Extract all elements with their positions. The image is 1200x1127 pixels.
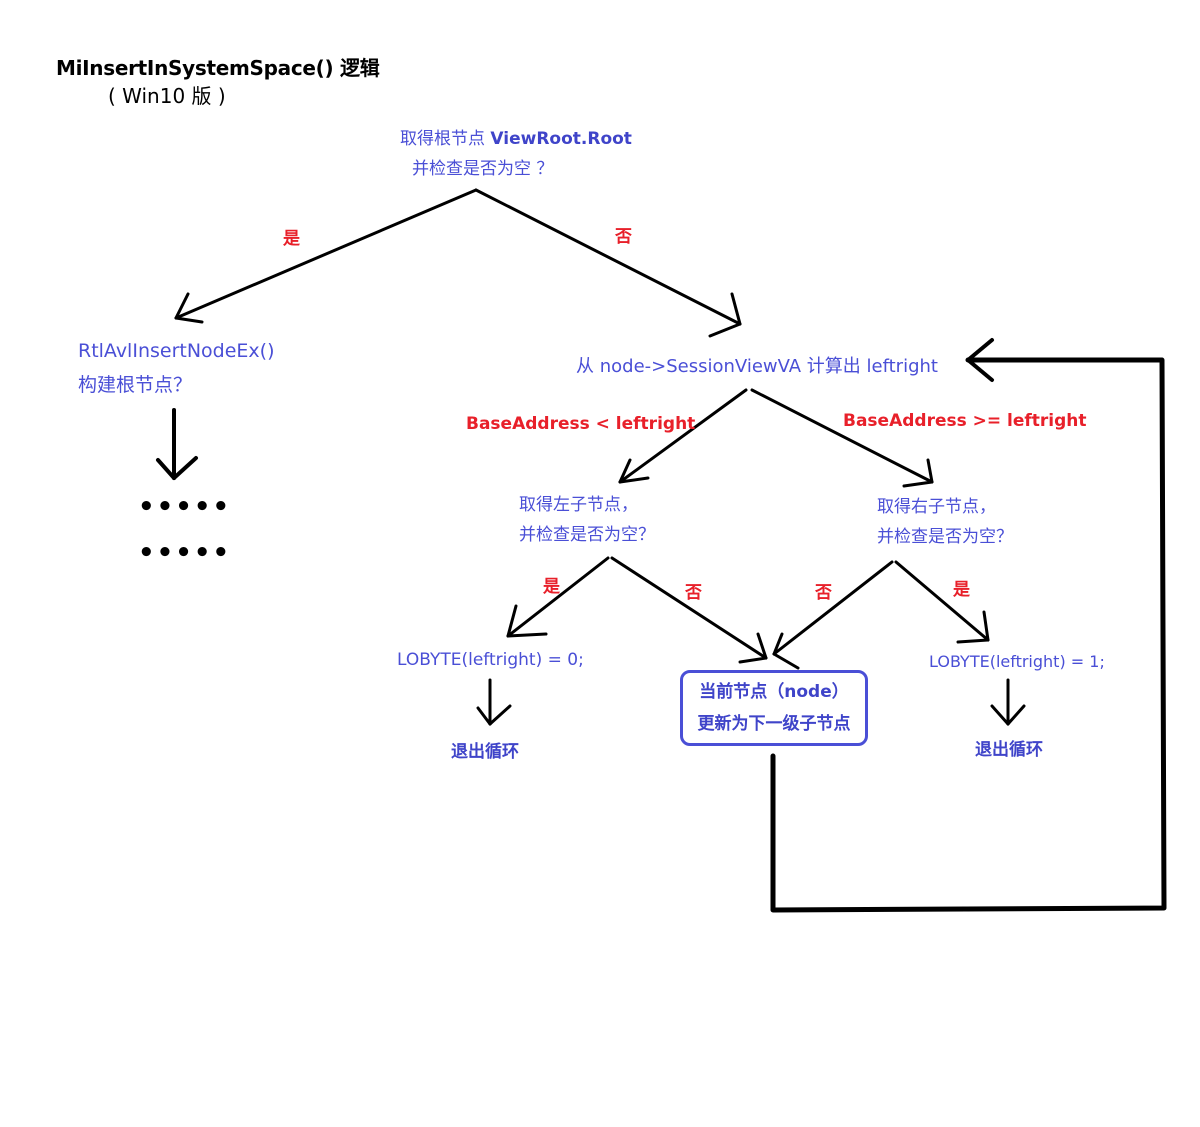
edge-label-left-yes: 是 <box>543 577 560 597</box>
node-exit-loop-left: 退出循环 <box>451 742 519 762</box>
left-child-line1: 取得左子节点， <box>519 495 638 515</box>
edge-label-right-yes: 是 <box>953 580 970 600</box>
diagram-title: MiInsertInSystemSpace() 逻辑 <box>56 56 380 80</box>
arrow-base-ge <box>750 388 934 488</box>
right-child-line2: 并检查是否为空？ <box>877 527 1013 547</box>
root-check-line1: 取得根节点 ViewRoot.Root <box>400 129 632 149</box>
rtl-insert-line1: RtlAvlInsertNodeEx() <box>78 340 275 362</box>
node-rtl-insert: RtlAvlInsertNodeEx() 构建根节点？ <box>78 334 275 402</box>
edge-label-left-no: 否 <box>685 583 702 603</box>
ellipsis-row-1: ••••• <box>138 492 232 522</box>
node-lobyte-0: LOBYTE(leftright) = 0; <box>397 650 584 670</box>
arrow-left-no <box>610 556 768 664</box>
arrow-lobyte0-down <box>476 678 512 726</box>
node-left-child: 取得左子节点， 并检查是否为空？ <box>519 490 655 550</box>
loop-back-connector <box>770 338 1167 913</box>
edge-label-base-ge: BaseAddress >= leftright <box>843 411 1087 431</box>
edge-label-base-lt: BaseAddress < leftright <box>466 414 696 434</box>
rtl-insert-line2: 构建根节点？ <box>78 374 193 396</box>
arrow-lobyte1-down <box>990 678 1026 726</box>
node-lobyte-1: LOBYTE(leftright) = 1; <box>929 652 1105 671</box>
arrow-right-yes <box>894 560 990 644</box>
edge-label-right-no: 否 <box>815 583 832 603</box>
edge-label-root-no: 否 <box>615 227 632 247</box>
update-node-line2: 更新为下一级子节点 <box>697 714 851 734</box>
node-exit-loop-right: 退出循环 <box>975 740 1043 760</box>
ellipsis-row-2: ••••• <box>138 538 232 568</box>
root-check-line2: 并检查是否为空 ？ <box>412 159 554 179</box>
diagram-subtitle: ( Win10 版 ) <box>108 84 226 108</box>
edge-label-root-yes: 是 <box>283 229 300 249</box>
arrow-base-lt <box>618 388 748 484</box>
update-node-line1: 当前节点（node） <box>699 682 849 702</box>
left-child-line2: 并检查是否为空？ <box>519 525 655 545</box>
root-check-field: ViewRoot.Root <box>490 129 632 149</box>
arrow-rtl-down <box>156 408 198 480</box>
node-compute-leftright: 从 node->SessionViewVA 计算出 leftright <box>576 356 938 377</box>
arrow-root-yes <box>174 188 478 324</box>
arrow-left-yes <box>506 556 610 638</box>
node-update-current: 当前节点（node） 更新为下一级子节点 <box>680 670 868 746</box>
right-child-line1: 取得右子节点， <box>877 497 996 517</box>
node-right-child: 取得右子节点， 并检查是否为空？ <box>877 492 1013 552</box>
node-root-check: 取得根节点 ViewRoot.Root 并检查是否为空 ？ <box>400 124 632 184</box>
arrow-root-no <box>474 188 742 338</box>
arrow-right-no <box>772 560 894 670</box>
